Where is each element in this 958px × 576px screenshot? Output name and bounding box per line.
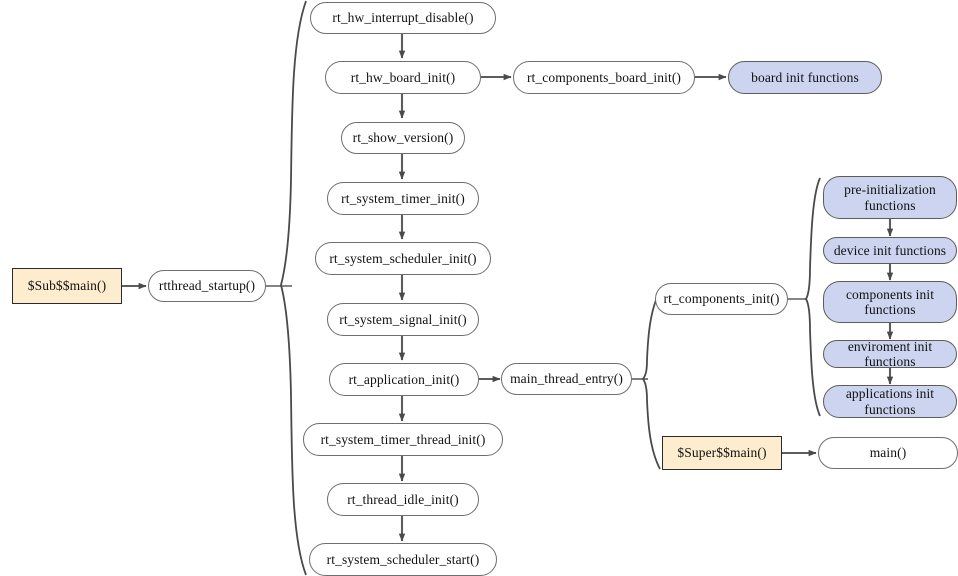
node-enviroment-init-functions[interactable]: enviroment init functions <box>823 339 957 369</box>
node-rt-hw-interrupt-disable[interactable]: rt_hw_interrupt_disable() <box>310 2 496 34</box>
node-super-main[interactable]: $Super$$main() <box>662 436 782 470</box>
node-rtthread-startup[interactable]: rtthread_startup() <box>148 270 266 302</box>
node-rt-components-board-init[interactable]: rt_components_board_init() <box>513 61 695 94</box>
node-rt-components-init[interactable]: rt_components_init() <box>655 283 788 315</box>
node-main-thread-entry[interactable]: main_thread_entry() <box>501 363 632 395</box>
node-components-init-functions[interactable]: components init functions <box>823 281 957 323</box>
node-applications-init-functions[interactable]: applications init functions <box>823 385 957 418</box>
brace-startup-sequence <box>280 0 307 576</box>
brace-init-functions <box>804 177 821 417</box>
node-board-init-functions[interactable]: board init functions <box>728 61 882 94</box>
node-pre-initialization-functions[interactable]: pre-initialization functions <box>823 176 957 219</box>
node-rt-hw-board-init[interactable]: rt_hw_board_init() <box>325 61 481 94</box>
node-sub-main[interactable]: $Sub$$main() <box>12 268 122 304</box>
brace-main-branch <box>641 290 661 470</box>
node-device-init-functions[interactable]: device init functions <box>823 237 957 264</box>
node-rt-system-scheduler-start[interactable]: rt_system_scheduler_start() <box>309 543 497 576</box>
node-main[interactable]: main() <box>818 437 958 469</box>
node-rt-system-scheduler-init[interactable]: rt_system_scheduler_init() <box>315 242 491 275</box>
node-rt-application-init[interactable]: rt_application_init() <box>329 363 479 396</box>
node-rt-system-timer-init[interactable]: rt_system_timer_init() <box>327 182 479 215</box>
node-rt-system-signal-init[interactable]: rt_system_signal_init() <box>327 303 479 336</box>
node-rt-show-version[interactable]: rt_show_version() <box>341 122 465 154</box>
node-rt-system-timer-thread-init[interactable]: rt_system_timer_thread_init() <box>303 423 503 456</box>
node-rt-thread-idle-init[interactable]: rt_thread_idle_init() <box>327 483 479 516</box>
